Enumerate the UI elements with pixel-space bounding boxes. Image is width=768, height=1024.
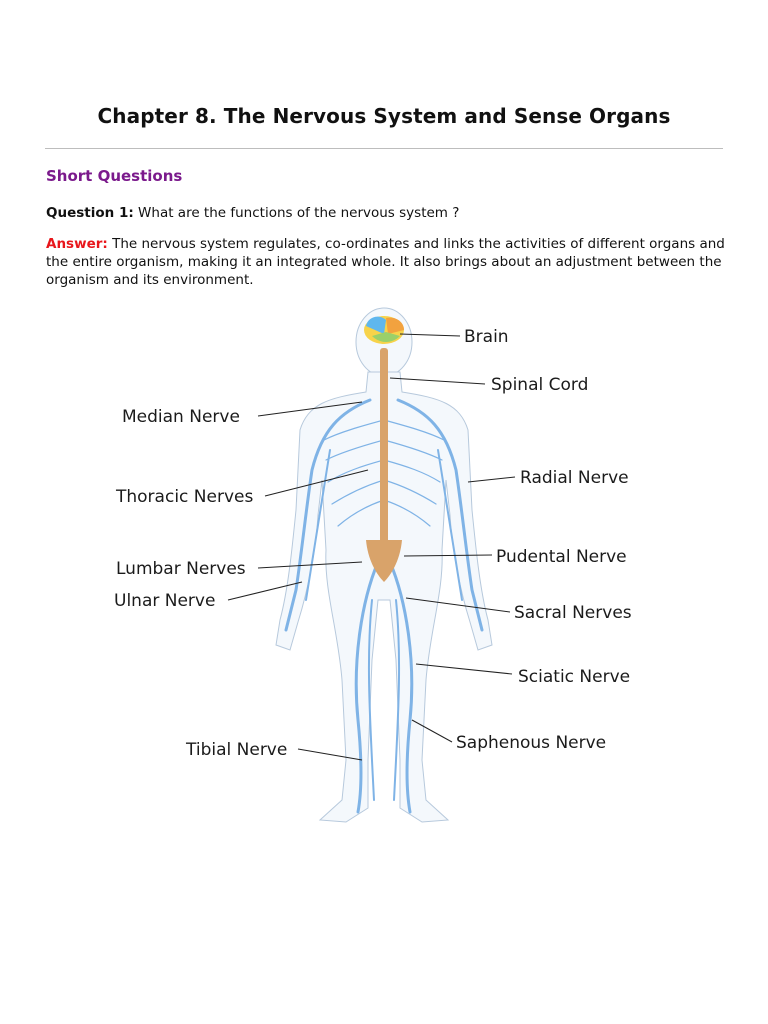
label-ulnar-nerve: Ulnar Nerve — [114, 591, 215, 611]
question-text: What are the functions of the nervous sy… — [133, 205, 460, 221]
label-median-nerve: Median Nerve — [122, 407, 240, 427]
answer-1: Answer: The nervous system regulates, co… — [46, 235, 726, 289]
label-spinal-cord: Spinal Cord — [491, 375, 588, 395]
section-heading: Short Questions — [46, 167, 183, 185]
label-sacral-nerves: Sacral Nerves — [514, 603, 632, 623]
spinal-column — [366, 348, 402, 582]
label-brain: Brain — [464, 327, 509, 347]
label-lumbar-nerves: Lumbar Nerves — [116, 559, 246, 579]
label-leaders — [227, 333, 516, 761]
label-saphenous-nerve: Saphenous Nerve — [456, 733, 606, 753]
question-label: Question 1: — [46, 205, 134, 221]
answer-label: Answer: — [46, 236, 108, 252]
answer-text: The nervous system regulates, co-ordinat… — [46, 236, 725, 288]
label-thoracic-nerves: Thoracic Nerves — [115, 487, 253, 507]
nerve-network — [284, 398, 484, 814]
nervous-system-diagram: Brain Spinal Cord Median Nerve Radial Ne… — [114, 307, 632, 823]
label-sciatic-nerve: Sciatic Nerve — [518, 667, 630, 687]
question-1: Question 1: What are the functions of th… — [46, 205, 459, 221]
brain-graphic — [364, 316, 404, 344]
title-divider — [45, 148, 723, 149]
label-tibial-nerve: Tibial Nerve — [185, 740, 287, 760]
label-pudental-nerve: Pudental Nerve — [496, 547, 627, 567]
page-title: Chapter 8. The Nervous System and Sense … — [97, 104, 671, 128]
label-radial-nerve: Radial Nerve — [520, 468, 629, 488]
